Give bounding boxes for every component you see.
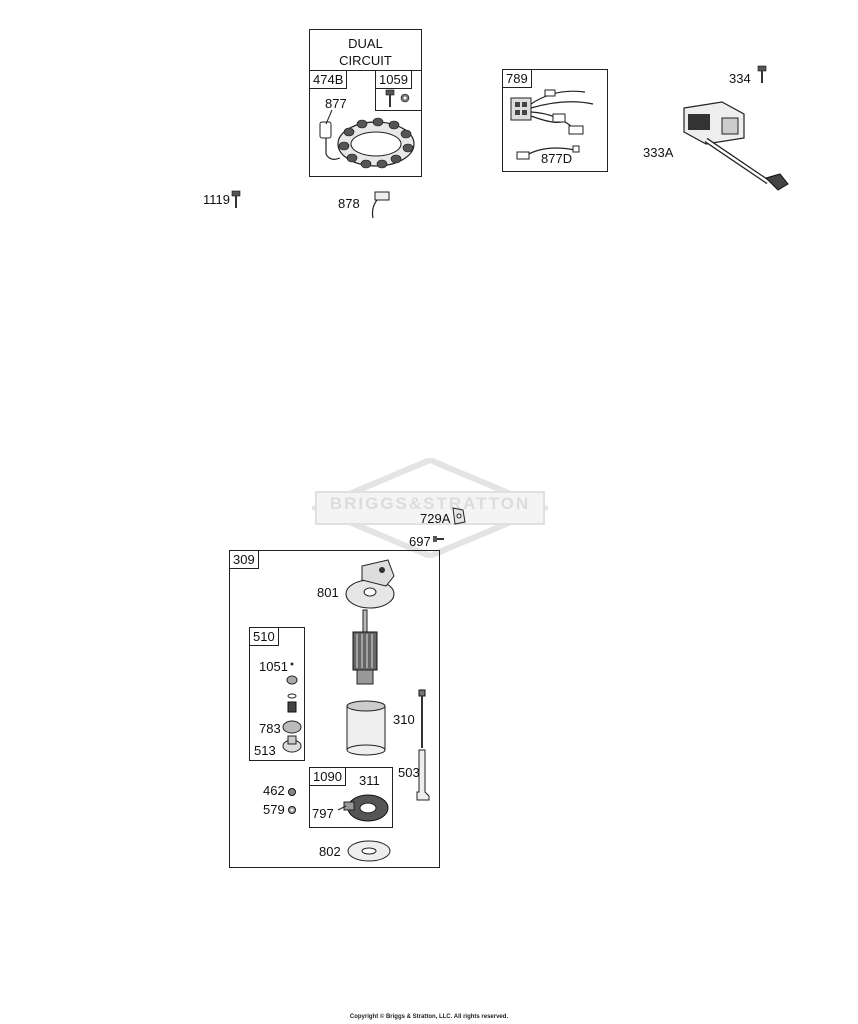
label-311: 311 xyxy=(359,773,380,788)
tag-1090: 1090 xyxy=(309,767,346,786)
nut-462-icon xyxy=(288,788,296,796)
nut-1059-icon xyxy=(400,93,410,103)
label-333a: 333A xyxy=(643,145,674,160)
label-801: 801 xyxy=(317,585,339,600)
dual-circuit-inner-box xyxy=(309,70,422,177)
screw-334-icon xyxy=(757,65,767,83)
armature-illustration xyxy=(352,609,378,685)
tag-789: 789 xyxy=(502,69,532,88)
label-579: 579 xyxy=(263,802,285,817)
bolt-1119-icon xyxy=(231,190,241,208)
stator-part-illustration xyxy=(319,117,415,169)
label-503: 503 xyxy=(398,765,420,780)
washer-579-icon xyxy=(288,806,296,814)
label-1051: 1051 xyxy=(259,659,288,674)
leader-877 xyxy=(325,109,333,125)
screw-1059-icon xyxy=(385,89,395,107)
label-729a: 729A xyxy=(420,511,451,526)
tag-1059: 1059 xyxy=(375,70,412,89)
tag-510: 510 xyxy=(249,627,279,646)
bracket-503-icon xyxy=(416,749,430,801)
label-878: 878 xyxy=(338,196,360,211)
label-462: 462 xyxy=(263,783,285,798)
label-783: 783 xyxy=(259,721,281,736)
label-334: 334 xyxy=(729,71,751,86)
starter-box-309 xyxy=(229,550,440,868)
label-310: 310 xyxy=(393,712,415,727)
label-697: 697 xyxy=(409,534,431,549)
label-802: 802 xyxy=(319,844,341,859)
plate-729a-icon xyxy=(452,507,466,525)
brush-plate-box-1090 xyxy=(309,767,393,828)
harness-box xyxy=(502,69,608,172)
drive-end-cap-801-illustration xyxy=(345,559,395,609)
through-bolt-310-icon xyxy=(418,689,426,748)
gasket-802-illustration xyxy=(347,840,391,862)
dual-circuit-title: DUAL CIRCUIT xyxy=(339,36,392,68)
label-877d: 877D xyxy=(541,151,573,166)
end-cap-311-illustration xyxy=(337,794,389,822)
brand-watermark: BRIGGS&STRATTON xyxy=(312,458,548,558)
tag-474b: 474B xyxy=(309,70,348,89)
tag-309: 309 xyxy=(229,550,259,569)
label-1119: 1119 xyxy=(203,192,230,207)
ignition-coil-part-illustration xyxy=(683,101,789,191)
label-797: 797 xyxy=(312,806,334,821)
wire-harness-part-illustration xyxy=(510,89,594,160)
copyright-footer: Copyright © Briggs & Stratton, LLC. All … xyxy=(349,1014,509,1020)
connector-878-icon xyxy=(371,191,390,219)
motor-housing-illustration xyxy=(346,700,386,756)
drive-parts-510-illustration xyxy=(282,662,302,753)
label-877: 877 xyxy=(325,96,347,111)
watermark-text: BRIGGS&STRATTON xyxy=(329,494,531,513)
label-513: 513 xyxy=(254,743,276,758)
screw-697-icon xyxy=(433,536,444,542)
